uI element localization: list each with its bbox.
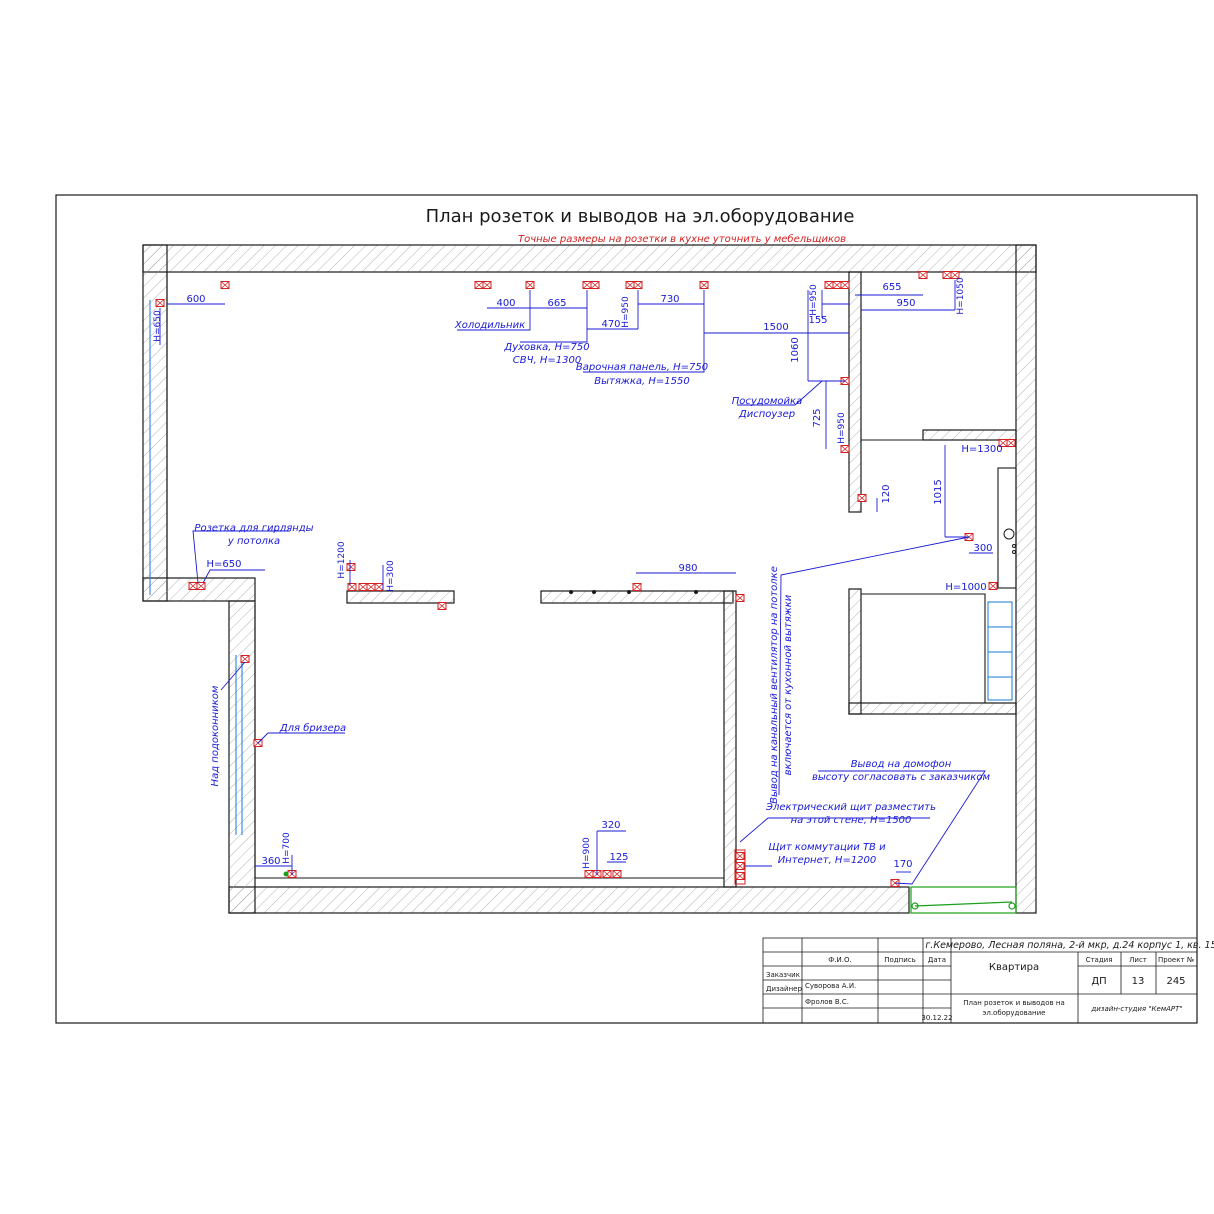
label-fan-2: включается от кухонной вытяжки <box>783 594 794 775</box>
fixture-circles <box>1003 528 1016 554</box>
tb-role-designer: Дизайнер <box>766 985 802 993</box>
dimension-labels: 600 400 665 730 470 Н=950 1500 Н=950 155… <box>153 277 1003 870</box>
title-block-text: г.Кемерово, Лесная поляна, 2-й мкр, д.24… <box>766 940 1214 1022</box>
dim-725: 725 <box>812 408 823 427</box>
tb-role-customer: Заказчик <box>766 971 800 979</box>
tb-designer-2: Фролов В.С. <box>805 998 849 1006</box>
tb-sheet-title-2: эл.оборудование <box>983 1009 1046 1017</box>
tb-stage: ДП <box>1091 976 1106 987</box>
dim-h650-b: Н=650 <box>207 559 242 570</box>
windows <box>149 300 1013 835</box>
tb-col-sign: Подпись <box>884 956 916 964</box>
dim-665: 665 <box>547 298 566 309</box>
label-tv-1: Щит коммутации ТВ и <box>768 842 886 853</box>
plan-title: План розеток и выводов на эл.оборудовани… <box>426 206 855 227</box>
label-intercom-2: высоту согласовать с заказчиком <box>812 772 990 783</box>
label-garland-1: Розетка для гирлянды <box>194 523 313 534</box>
tb-designer-1: Суворова А.И. <box>805 982 856 990</box>
callout-labels: Холодильник Духовка, Н=750 СВЧ, Н=1300 В… <box>194 320 990 866</box>
tb-date: 30.12.22 <box>921 1014 952 1022</box>
plan-note: Точные размеры на розетки в кухне уточни… <box>518 233 846 245</box>
dim-h1000: Н=1000 <box>945 582 986 593</box>
label-garland-2: у потолка <box>227 536 280 547</box>
dim-h1300: Н=1300 <box>961 444 1002 455</box>
label-sill: Над подоконником <box>210 685 221 786</box>
tb-project-label: Проект № <box>1158 956 1194 964</box>
dimension-lines <box>159 280 993 885</box>
label-tv-2: Интернет, Н=1200 <box>778 855 877 866</box>
dim-155: 155 <box>808 315 827 326</box>
dim-h1050: Н=1050 <box>956 277 966 314</box>
tb-object: Квартира <box>989 962 1039 973</box>
dim-170: 170 <box>893 859 912 870</box>
dim-655: 655 <box>882 282 901 293</box>
dim-600: 600 <box>186 294 205 305</box>
dim-400: 400 <box>496 298 515 309</box>
label-breezer: Для бризера <box>279 722 346 734</box>
walls <box>142 244 1037 914</box>
label-dishwasher: Посудомойка <box>732 396 802 407</box>
dim-h700: Н=700 <box>282 832 292 864</box>
light-points <box>569 590 698 594</box>
balcony-door <box>910 886 1017 914</box>
label-fan-1: Вывод на канальный вентилятор на потолке <box>769 566 780 804</box>
sheet-frame <box>55 194 1198 1024</box>
dim-h950-c: Н=950 <box>837 412 847 444</box>
label-oven: Духовка, Н=750 <box>503 342 589 353</box>
label-panel-2: на этой стене, Н=1500 <box>791 815 912 826</box>
title-block <box>762 937 1198 1024</box>
dim-h1200: Н=1200 <box>337 541 347 578</box>
dim-h900: Н=900 <box>582 837 592 869</box>
label-disposer: Диспоузер <box>738 409 795 420</box>
dim-360: 360 <box>261 856 280 867</box>
dim-320: 320 <box>601 820 620 831</box>
room-outlines <box>166 271 1017 879</box>
dim-1015: 1015 <box>933 479 944 504</box>
tb-col-date: Дата <box>928 956 946 964</box>
tb-address: г.Кемерово, Лесная поляна, 2-й мкр, д.24… <box>925 940 1214 951</box>
label-hob: Варочная панель, Н=750 <box>576 362 708 373</box>
tb-stage-label: Стадия <box>1086 956 1113 964</box>
tb-studio: дизайн-студия "КемАРТ" <box>1090 1005 1182 1013</box>
label-panel-1: Электрический щит разместить <box>765 802 936 813</box>
dim-1060: 1060 <box>790 337 801 362</box>
dim-h300: Н=300 <box>386 560 396 592</box>
label-intercom-1: Вывод на домофон <box>851 759 952 770</box>
dim-h950-a: Н=950 <box>621 296 631 328</box>
dim-950: 950 <box>896 298 915 309</box>
dim-470: 470 <box>601 319 620 330</box>
label-microwave: СВЧ, Н=1300 <box>513 355 581 366</box>
tb-sheet: 13 <box>1132 976 1145 987</box>
dim-730: 730 <box>660 294 679 305</box>
tb-col-fio: Ф.И.О. <box>828 956 851 964</box>
tb-sheet-label: Лист <box>1129 956 1147 964</box>
dim-125: 125 <box>609 852 628 863</box>
tv-box-marker <box>283 871 289 877</box>
label-fridge: Холодильник <box>454 320 525 331</box>
dim-h950-b: Н=950 <box>809 284 819 316</box>
dim-300: 300 <box>973 543 992 554</box>
dim-h650-a: Н=650 <box>153 310 163 342</box>
tb-sheet-title-1: План розеток и выводов на <box>963 999 1065 1007</box>
dim-1500: 1500 <box>763 322 788 333</box>
dim-980: 980 <box>678 563 697 574</box>
label-hood: Вытяжка, Н=1550 <box>594 376 689 387</box>
tb-project: 245 <box>1166 976 1185 987</box>
electrical-panel <box>734 849 746 885</box>
dim-120: 120 <box>881 484 892 503</box>
